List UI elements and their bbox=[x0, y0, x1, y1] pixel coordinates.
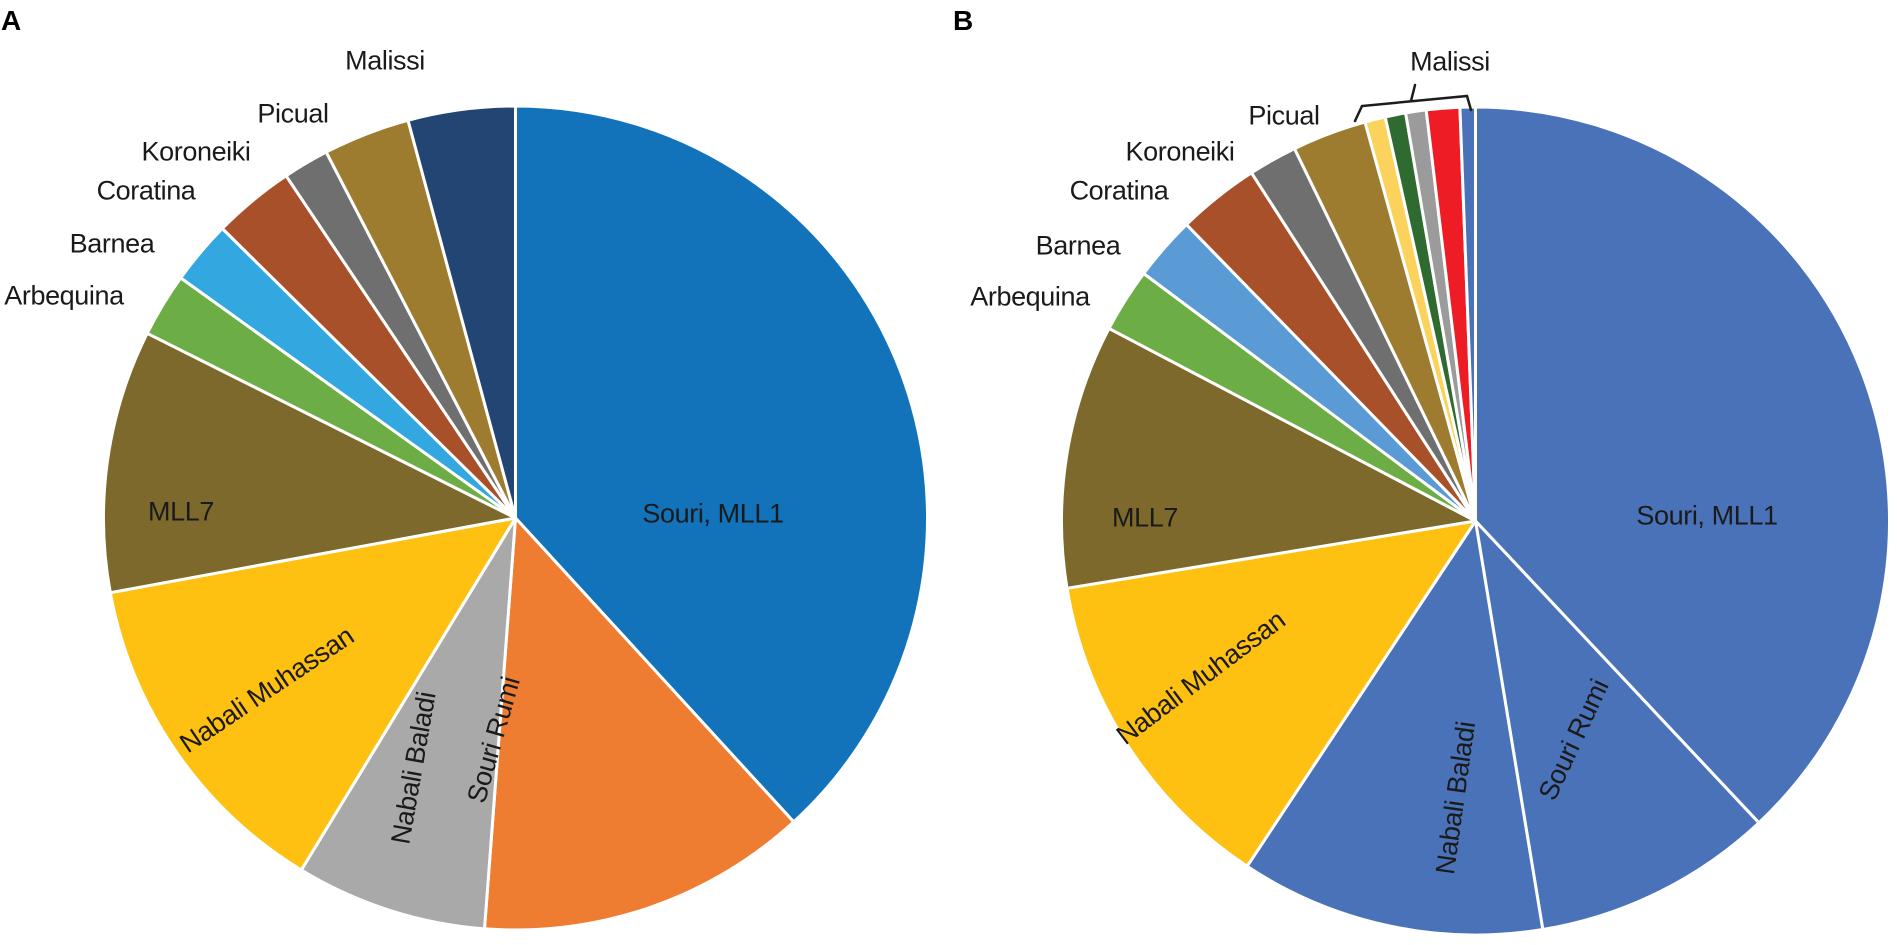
pie-panel-a bbox=[102, 104, 929, 932]
pie-a-slice-nabali-muhassan-3 bbox=[108, 516, 517, 872]
pie-b-slice-nabali-baladi-2 bbox=[1245, 519, 1545, 937]
group-bracket-tick-malissi bbox=[1409, 83, 1417, 103]
pie-panel-b bbox=[1059, 105, 1891, 937]
pie-b-slice-malissi-14 bbox=[1458, 105, 1477, 523]
pie-a-slice-mll7-4 bbox=[102, 331, 517, 595]
pie-b-slice-nabali-muhassan-3 bbox=[1065, 519, 1477, 868]
group-bracket-malissi bbox=[1353, 94, 1473, 123]
pie-a-slice-souri-rumi-1 bbox=[483, 516, 796, 932]
pie-a-slice-malissi-10 bbox=[406, 104, 517, 520]
pie-a-slice-nabali-baladi-2 bbox=[299, 516, 517, 931]
pie-a-slice-souri-mll1-0 bbox=[514, 104, 929, 824]
pie-b-slice-mll7-4 bbox=[1059, 326, 1477, 590]
panel-label-a: A bbox=[1, 5, 22, 36]
pie-b-slice-souri-rumi-1 bbox=[1474, 519, 1761, 931]
pie-b-slice-souri-mll1-0 bbox=[1474, 105, 1891, 825]
panel-label-b: B bbox=[953, 5, 974, 36]
